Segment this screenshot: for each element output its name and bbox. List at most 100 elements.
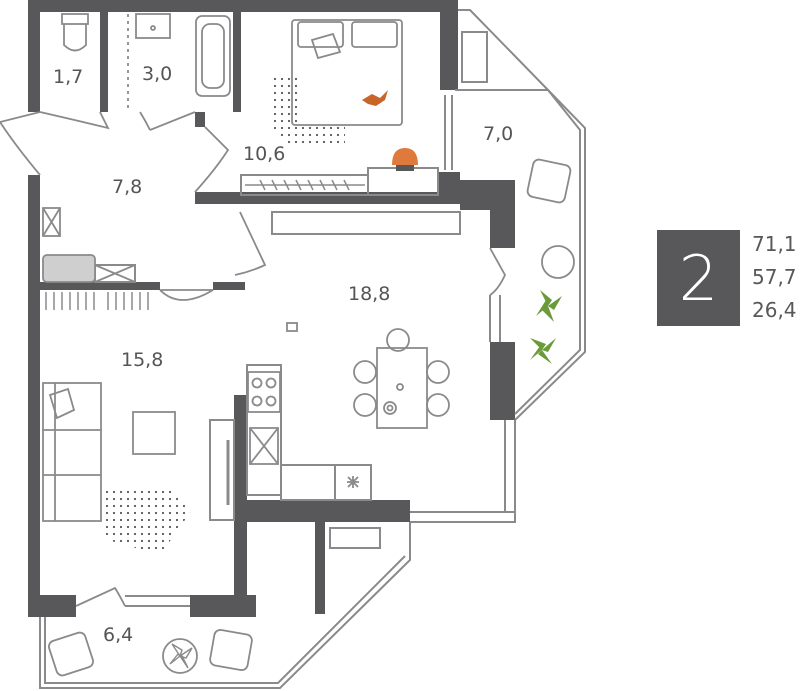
sofa-cushion — [48, 387, 76, 420]
wall-divider-bottom — [315, 522, 325, 614]
chair-5 — [426, 393, 450, 417]
dining-table — [376, 347, 428, 429]
meter-box-cross — [42, 207, 61, 237]
toilet-tank — [61, 13, 89, 25]
wall-hall-bedroom — [195, 112, 205, 127]
bench-cross — [94, 264, 136, 283]
armchair-balcony-left — [48, 631, 94, 677]
sink-drain-icon — [150, 25, 156, 31]
round-table-loggia — [541, 245, 575, 279]
bed-cushion — [310, 32, 342, 60]
door-wc — [0, 111, 41, 176]
window-right-upper — [489, 295, 501, 342]
walls — [28, 0, 515, 617]
door-bath — [139, 111, 196, 131]
meter-box-icon — [42, 207, 61, 237]
doors — [0, 111, 507, 607]
accents — [45, 90, 562, 669]
area-label-kitchen-living: 18,8 — [348, 283, 390, 305]
window-kitchen-bottom — [410, 511, 516, 523]
fridge — [334, 464, 372, 501]
bathtub-inner — [201, 23, 225, 89]
wall-closet-door — [213, 282, 245, 290]
sink-icon — [135, 13, 171, 39]
kitchen-sink-icon — [249, 427, 279, 465]
door-balcony — [75, 586, 126, 607]
chair-2 — [353, 360, 377, 384]
armchair-balcony-right — [209, 629, 253, 671]
cup-icon — [383, 401, 397, 415]
burner-1 — [251, 377, 263, 389]
chair-1 — [386, 328, 410, 352]
bedroom-lamp-base — [396, 165, 414, 171]
area-label-balcony-bottom: 6,4 — [103, 624, 133, 646]
door-loggia — [489, 247, 507, 296]
window-loggia-top — [461, 31, 488, 83]
coffee-table — [132, 411, 176, 455]
bed-pillow-left — [297, 21, 344, 48]
window-bedroom — [444, 95, 453, 170]
chair-3 — [426, 360, 450, 384]
shelf-hatch — [45, 292, 149, 310]
wall-right-top — [440, 0, 458, 90]
bed-icon — [291, 19, 403, 126]
wall-bottom-mid — [190, 595, 256, 617]
door-living — [159, 289, 214, 301]
plant-icon-2 — [530, 338, 556, 364]
wall-bath-bedroom — [233, 12, 241, 112]
loggia-right-outline — [458, 9, 586, 421]
cup-icon-inner — [386, 404, 394, 412]
bedroom-lamp-icon — [392, 148, 418, 165]
toilet-icon — [63, 24, 87, 52]
bench-icon — [42, 254, 96, 283]
wall-pillar-right — [490, 342, 515, 420]
window-living-bottom — [125, 595, 190, 607]
plant-icon-1 — [536, 290, 562, 322]
plant-icon-3 — [169, 643, 193, 669]
fridge-snowflake-icon — [347, 476, 359, 488]
window-balcony-bottom — [329, 527, 381, 549]
burner-2 — [265, 377, 277, 389]
area-label-bathroom: 3,0 — [142, 63, 172, 85]
desk-bedroom — [367, 167, 439, 196]
kitchen-area-value: 26,4 — [752, 298, 797, 322]
area-label-hallway: 7,8 — [112, 176, 142, 198]
wall-bedroom-right — [438, 172, 460, 202]
burner-4 — [265, 395, 277, 407]
socket-icon — [286, 322, 298, 332]
wall-column-2 — [490, 180, 515, 248]
area-summary: 71,1 57,7 26,4 — [752, 228, 805, 327]
kitchen-sink-cross — [249, 427, 279, 465]
wall-top — [28, 0, 458, 12]
balcony-bottom-outline — [39, 522, 411, 689]
wall-living-kitchen — [234, 395, 247, 617]
rug-living — [101, 488, 192, 555]
fixtures — [42, 13, 575, 677]
wall-wc-bath — [100, 12, 108, 112]
area-label-wc: 1,7 — [53, 66, 83, 88]
door-bedroom — [194, 126, 230, 193]
area-label-loggia-right: 7,0 — [483, 123, 513, 145]
wardrobe-hatch — [245, 179, 365, 191]
kitchen-counter-top — [246, 364, 282, 496]
glass-icon — [396, 383, 404, 391]
tv-stand — [209, 419, 235, 521]
armchair-loggia — [526, 158, 572, 204]
rooms-count-badge: 2 — [657, 230, 740, 326]
door-wc-inner — [39, 111, 110, 130]
bathtub-icon — [195, 15, 231, 97]
round-table-balcony — [162, 638, 198, 674]
chair-4 — [353, 393, 377, 417]
total-area-value: 71,1 — [752, 232, 797, 256]
bed-pillow-right — [351, 21, 398, 48]
wall-bottom-kitchen — [247, 500, 410, 522]
window-right-lower — [504, 420, 516, 512]
wall-closet-shelf — [40, 282, 160, 290]
area-label-living-room: 15,8 — [121, 349, 163, 371]
area-label-bedroom: 10,6 — [243, 143, 285, 165]
cat-icon — [362, 90, 388, 106]
wall-left-main — [28, 175, 40, 617]
loggia-inner-outline — [455, 89, 581, 415]
corridor-wardrobe — [271, 211, 461, 235]
